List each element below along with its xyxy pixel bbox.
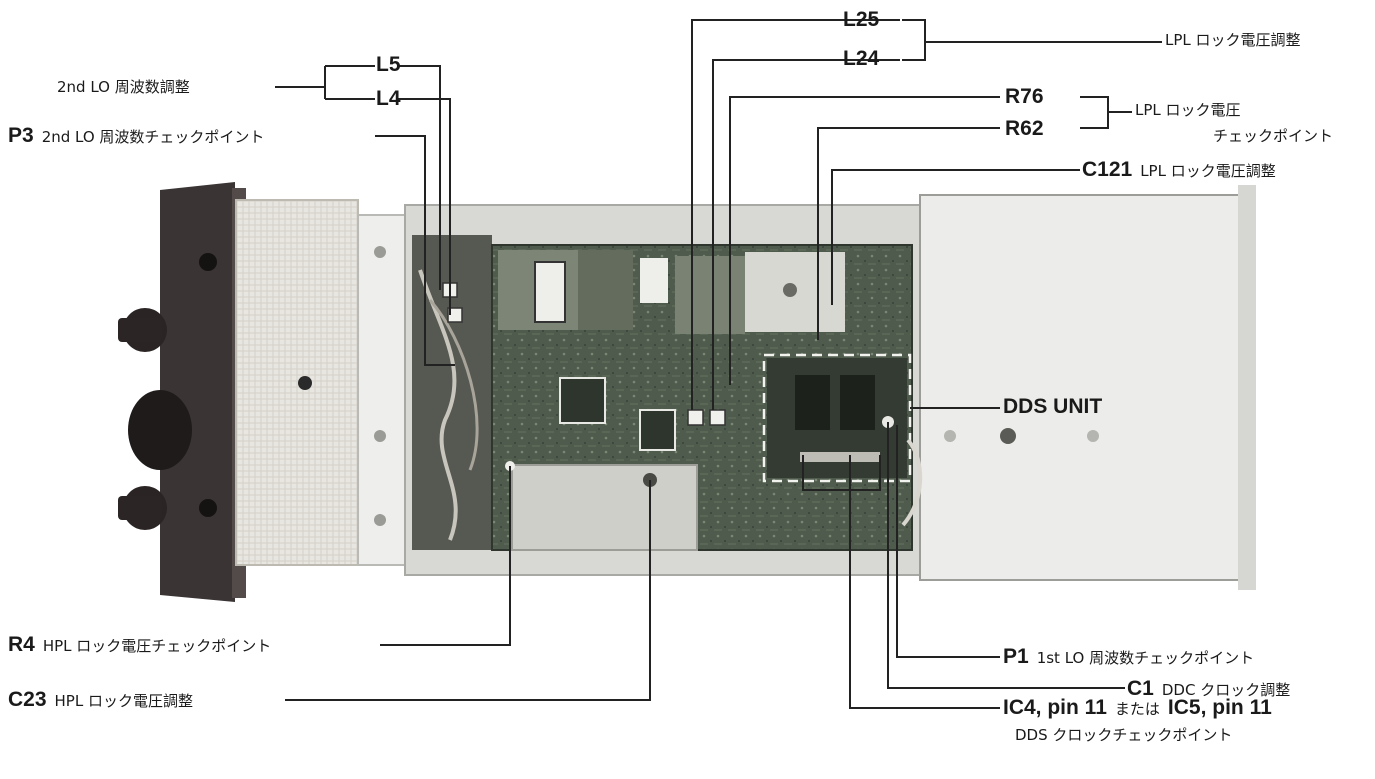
p3-label: P3 2nd LO 周波数チェックポイント	[8, 125, 264, 146]
line-c121	[831, 169, 1080, 305]
knob-large	[128, 390, 192, 470]
front-panel	[160, 182, 235, 602]
label-l25: L25	[843, 8, 880, 31]
c1-description: DDC クロック調整	[1161, 681, 1291, 699]
line-p3	[375, 135, 455, 366]
label-dds-unit: DDS UNIT	[1003, 395, 1103, 418]
shield-can-2	[578, 250, 633, 330]
line-l24	[712, 59, 900, 410]
l5-l4-description: 2nd LO 周波数調整	[57, 78, 190, 96]
label-p1: P1	[1003, 645, 1029, 668]
label-r76: R76	[1005, 85, 1044, 108]
label-l4: L4	[376, 87, 401, 110]
coil-l24	[709, 409, 726, 426]
dds-chip-1	[795, 375, 830, 430]
r4-label: R4 HPL ロック電圧チェックポイント	[8, 634, 271, 655]
left-bracket	[357, 214, 409, 566]
screw-front-bottom	[199, 499, 217, 517]
line-l5-l4	[275, 65, 375, 100]
screw-front-top	[199, 253, 217, 271]
ic-socket-1	[534, 261, 566, 323]
line-l25-l24-group	[902, 19, 1162, 61]
c1-label: C1 DDC クロック調整	[1127, 678, 1290, 699]
radio-photo	[118, 182, 1256, 602]
label-c23: C23	[8, 688, 47, 711]
line-l25	[691, 19, 900, 410]
sub-board	[559, 377, 606, 424]
line-c23	[285, 480, 651, 701]
case-screw-1	[944, 430, 956, 442]
c23-label: C23 HPL ロック電圧調整	[8, 689, 193, 710]
p1-label: P1 1st LO 周波数チェックポイント	[1003, 646, 1254, 667]
coil-l25	[687, 409, 704, 426]
wiring-harness-2	[428, 299, 479, 471]
case-screw-2	[1000, 428, 1016, 444]
l25-l24-description: LPL ロック電圧調整	[1165, 31, 1301, 49]
knob-top-shaft	[118, 318, 162, 342]
label-ic5: IC5, pin 11	[1167, 696, 1272, 719]
label-c1: C1	[1127, 677, 1154, 700]
p3-description: 2nd LO 周波数チェックポイント	[41, 128, 265, 146]
shield-can-3	[675, 256, 745, 334]
left-cover-hole	[298, 376, 312, 390]
sub-board-2	[639, 409, 676, 451]
white-component	[640, 258, 668, 303]
bottom-metal-block	[511, 464, 698, 551]
ic-label: IC4, pin 11 または IC5, pin 11	[1003, 697, 1272, 718]
leader-lines	[275, 19, 1162, 709]
c121-label: C121 LPL ロック電圧調整	[1082, 159, 1276, 180]
case-screw-3	[1087, 430, 1099, 442]
r76-r62-description-2: チェックポイント	[1213, 127, 1334, 145]
knob-bottom-shaft	[118, 496, 162, 520]
line-r76-r62-group	[1080, 96, 1132, 129]
line-ic-group	[802, 455, 1000, 709]
metal-block-screw	[783, 283, 797, 297]
label-r62: R62	[1005, 117, 1044, 140]
dds-chip-2	[840, 375, 875, 430]
label-c121: C121	[1082, 158, 1133, 181]
line-r76	[729, 96, 1000, 385]
bracket-screw-3	[374, 514, 386, 526]
right-case	[919, 194, 1241, 581]
p1-description: 1st LO 周波数チェックポイント	[1036, 649, 1255, 667]
label-r4: R4	[8, 633, 35, 656]
line-r4	[380, 466, 511, 646]
r76-r62-description-1: LPL ロック電圧	[1135, 101, 1241, 119]
label-l5: L5	[376, 53, 401, 76]
label-matawa: または	[1114, 700, 1160, 718]
ic-description: DDS クロックチェックポイント	[1015, 726, 1233, 744]
r4-description: HPL ロック電圧チェックポイント	[42, 637, 272, 655]
dds-unit-outline	[762, 353, 912, 483]
bracket-screw-1	[374, 246, 386, 258]
p1-wire	[901, 438, 923, 527]
line-p1	[896, 425, 1000, 658]
ic-pins	[800, 452, 880, 462]
right-case-edge	[1238, 185, 1256, 590]
bracket-screw-2	[374, 430, 386, 442]
line-r62	[817, 127, 1000, 340]
label-p3: P3	[8, 124, 34, 147]
label-ic4: IC4, pin 11	[1003, 696, 1107, 719]
wiring-harness	[418, 269, 458, 541]
coil-l4	[447, 307, 463, 323]
line-l5-down	[398, 65, 441, 290]
c121-description: LPL ロック電圧調整	[1140, 162, 1276, 180]
c23-description: HPL ロック電圧調整	[54, 692, 193, 710]
line-l4-down	[398, 98, 451, 315]
left-cover	[235, 199, 359, 566]
line-c1	[887, 422, 1125, 689]
label-l24: L24	[843, 47, 880, 70]
